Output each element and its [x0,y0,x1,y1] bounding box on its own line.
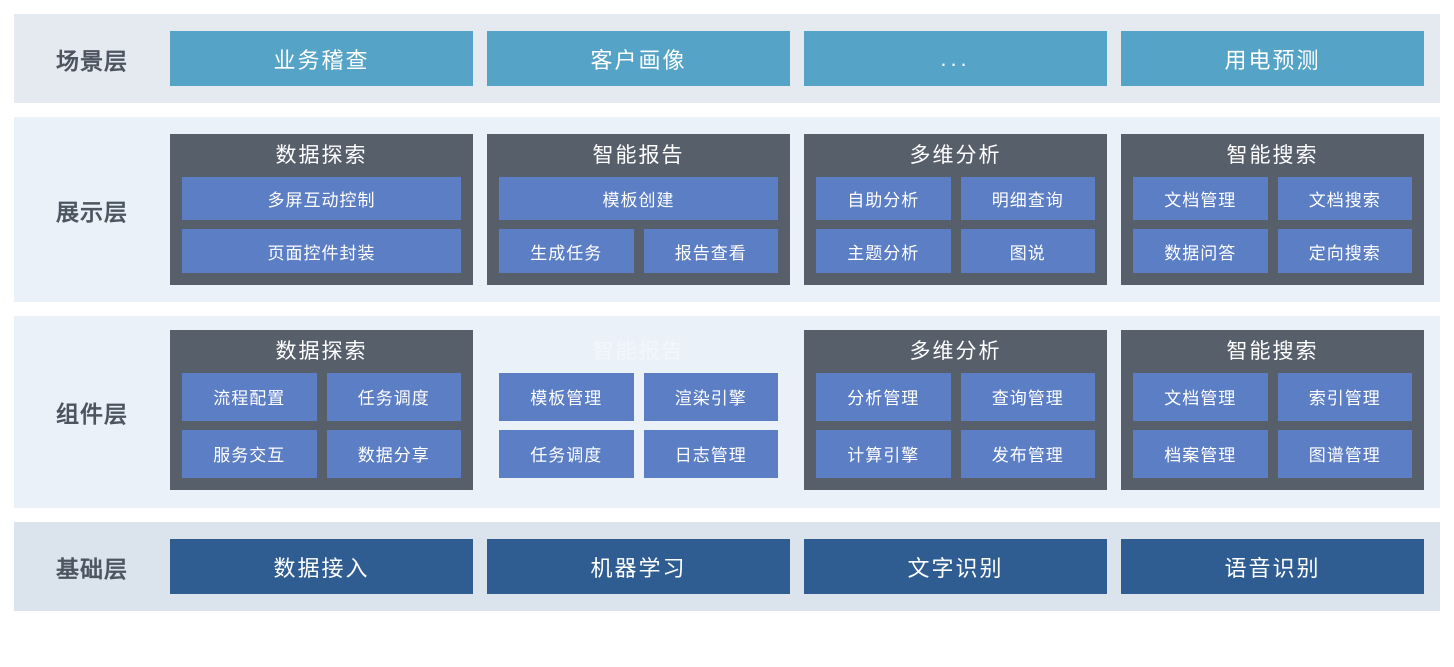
panel-title: 智能报告 [592,340,685,363]
chip-chart-narrative[interactable]: 图说 [960,229,1095,274]
panel-component-multidim-analysis[interactable]: 多维分析 分析管理 查询管理 计算引擎 发布管理 [804,330,1107,490]
base-tile-machine-learning[interactable]: 机器学习 [487,539,790,594]
chip-row: 计算引擎 发布管理 [816,429,1095,479]
chip-row: 生成任务 报告查看 [499,229,778,274]
layer-component-content: 数据探索 流程配置 任务调度 服务交互 数据分享 智能报告 模板管理 [170,316,1440,508]
panel-title: 多维分析 [909,144,1002,167]
chip-knowledge-graph-management[interactable]: 图谱管理 [1277,429,1412,479]
base-tile-speech-recognition[interactable]: 语音识别 [1121,539,1424,594]
chip-row: 数据问答 定向搜索 [1133,229,1412,274]
chip-targeted-search[interactable]: 定向搜索 [1277,229,1412,274]
panel-body: 模板管理 渲染引擎 任务调度 日志管理 [499,372,778,479]
chip-query-management[interactable]: 查询管理 [960,372,1095,421]
panel-presentation-smart-search[interactable]: 智能搜索 文档管理 文档搜索 数据问答 定向搜索 [1121,134,1424,285]
chip-row: 多屏互动控制 [182,176,461,221]
chip-row: 主题分析 图说 [816,229,1095,274]
layer-scene: 场景层 业务稽查 客户画像 ... 用电预测 [14,14,1440,103]
chip-archive-management[interactable]: 档案管理 [1133,429,1268,479]
chip-data-qa[interactable]: 数据问答 [1133,229,1268,274]
chip-analysis-management[interactable]: 分析管理 [816,372,951,421]
chip-compute-engine[interactable]: 计算引擎 [816,429,951,479]
scene-tile-customer-profile[interactable]: 客户画像 [487,31,790,86]
chip-template-management[interactable]: 模板管理 [499,372,634,421]
chip-log-management[interactable]: 日志管理 [643,429,778,479]
panel-body: 文档管理 索引管理 档案管理 图谱管理 [1133,372,1412,479]
chip-task-scheduling[interactable]: 任务调度 [499,429,634,479]
chip-detail-query[interactable]: 明细查询 [960,176,1095,221]
layer-presentation-content: 数据探索 多屏互动控制 页面控件封装 智能报告 模板创建 [170,117,1440,302]
chip-document-management[interactable]: 文档管理 [1133,176,1268,221]
chip-document-management[interactable]: 文档管理 [1133,372,1268,421]
panel-body: 流程配置 任务调度 服务交互 数据分享 [182,372,461,479]
chip-row: 文档管理 文档搜索 [1133,176,1412,221]
chip-multi-screen-control[interactable]: 多屏互动控制 [182,176,461,221]
chip-publish-management[interactable]: 发布管理 [960,429,1095,479]
chip-render-engine[interactable]: 渲染引擎 [643,372,778,421]
panel-body: 文档管理 文档搜索 数据问答 定向搜索 [1133,176,1412,274]
chip-row: 模板创建 [499,176,778,221]
chip-row: 页面控件封装 [182,229,461,274]
layer-base: 基础层 数据接入 机器学习 文字识别 语音识别 [14,522,1440,611]
chip-task-scheduling[interactable]: 任务调度 [326,372,461,421]
panel-title: 智能报告 [592,144,685,167]
scene-tile-more-ellipsis[interactable]: ... [804,31,1107,86]
chip-row: 自助分析 明细查询 [816,176,1095,221]
panel-title: 多维分析 [909,340,1002,363]
chip-row: 流程配置 任务调度 [182,372,461,421]
layer-label-base: 基础层 [56,555,128,582]
panel-title: 智能搜索 [1226,340,1319,363]
layer-label-scene: 场景层 [56,47,128,74]
chip-row: 档案管理 图谱管理 [1133,429,1412,479]
chip-row: 分析管理 查询管理 [816,372,1095,421]
base-tile-ocr[interactable]: 文字识别 [804,539,1107,594]
panel-title: 数据探索 [275,340,368,363]
chip-service-interaction[interactable]: 服务交互 [182,429,317,479]
chip-generate-task[interactable]: 生成任务 [499,229,634,274]
panel-body: 模板创建 生成任务 报告查看 [499,176,778,274]
panel-body: 分析管理 查询管理 计算引擎 发布管理 [816,372,1095,479]
panel-presentation-multidim-analysis[interactable]: 多维分析 自助分析 明细查询 主题分析 图说 [804,134,1107,285]
panel-body: 多屏互动控制 页面控件封装 [182,176,461,274]
panel-body: 自助分析 明细查询 主题分析 图说 [816,176,1095,274]
chip-row: 服务交互 数据分享 [182,429,461,479]
panel-component-smart-report[interactable]: 智能报告 模板管理 渲染引擎 任务调度 日志管理 [487,330,790,490]
chip-topic-analysis[interactable]: 主题分析 [816,229,951,274]
panel-presentation-smart-report[interactable]: 智能报告 模板创建 生成任务 报告查看 [487,134,790,285]
panel-component-data-exploration[interactable]: 数据探索 流程配置 任务调度 服务交互 数据分享 [170,330,473,490]
layer-presentation: 展示层 数据探索 多屏互动控制 页面控件封装 智能报告 模板创建 [14,117,1440,302]
chip-report-view[interactable]: 报告查看 [643,229,778,274]
chip-row: 任务调度 日志管理 [499,429,778,479]
chip-process-config[interactable]: 流程配置 [182,372,317,421]
chip-document-search[interactable]: 文档搜索 [1277,176,1412,221]
base-tile-data-ingestion[interactable]: 数据接入 [170,539,473,594]
chip-index-management[interactable]: 索引管理 [1277,372,1412,421]
chip-page-widget-encapsulation[interactable]: 页面控件封装 [182,229,461,274]
chip-data-sharing[interactable]: 数据分享 [326,429,461,479]
chip-row: 模板管理 渲染引擎 [499,372,778,421]
layer-label-component: 组件层 [56,401,128,427]
chip-template-create[interactable]: 模板创建 [499,176,778,221]
scene-tile-business-audit[interactable]: 业务稽查 [170,31,473,86]
panel-title: 数据探索 [275,144,368,167]
layer-base-content: 数据接入 机器学习 文字识别 语音识别 [170,522,1440,611]
chip-self-service-analysis[interactable]: 自助分析 [816,176,951,221]
scene-tile-power-forecast[interactable]: 用电预测 [1121,31,1424,86]
layer-label-presentation: 展示层 [56,198,128,225]
chip-row: 文档管理 索引管理 [1133,372,1412,421]
layer-component: 组件层 数据探索 流程配置 任务调度 服务交互 数据分享 智能报告 [14,316,1440,508]
panel-presentation-data-exploration[interactable]: 数据探索 多屏互动控制 页面控件封装 [170,134,473,285]
panel-component-smart-search[interactable]: 智能搜索 文档管理 索引管理 档案管理 图谱管理 [1121,330,1424,490]
layer-scene-content: 业务稽查 客户画像 ... 用电预测 [170,14,1440,103]
panel-title: 智能搜索 [1226,144,1319,167]
